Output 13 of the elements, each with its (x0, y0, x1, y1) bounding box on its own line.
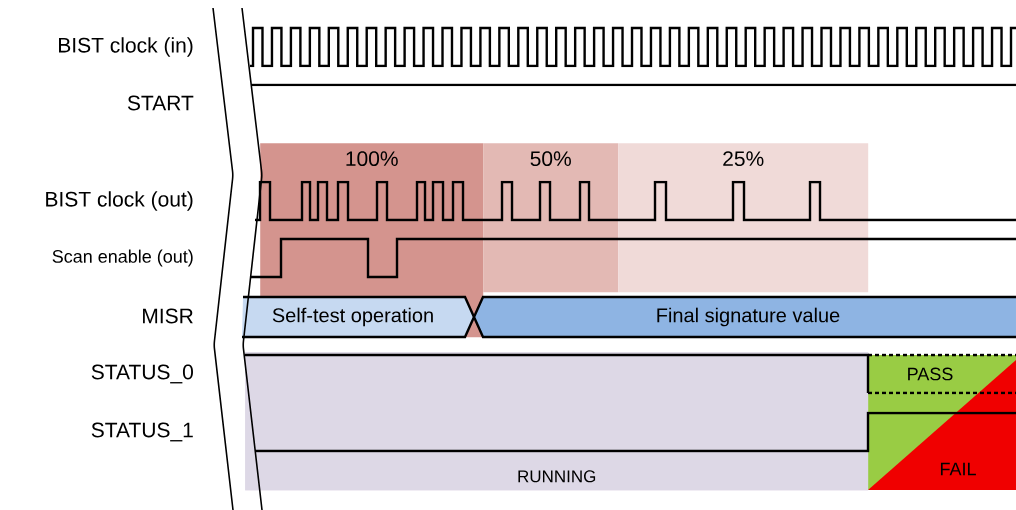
signal-name: BIST clock (out) (46, 191, 193, 211)
signal-name: STATUS_1 (91, 422, 193, 442)
signal-name: STATUS_0 (91, 364, 193, 384)
signal-name: BIST clock (in) (59, 37, 193, 57)
signal-name: MISR (143, 308, 193, 324)
phase-band: 25% (618, 143, 869, 293)
bus-segment: Self-test operation (242, 295, 476, 339)
phase-band: 50% (483, 143, 619, 293)
status-label: PASS (908, 367, 953, 381)
signal-name: Scan enable (out) (52, 249, 193, 267)
bus-segment: Final signature value (472, 295, 1016, 339)
status-label: FAIL (940, 462, 976, 476)
signal-name: START (127, 95, 194, 111)
